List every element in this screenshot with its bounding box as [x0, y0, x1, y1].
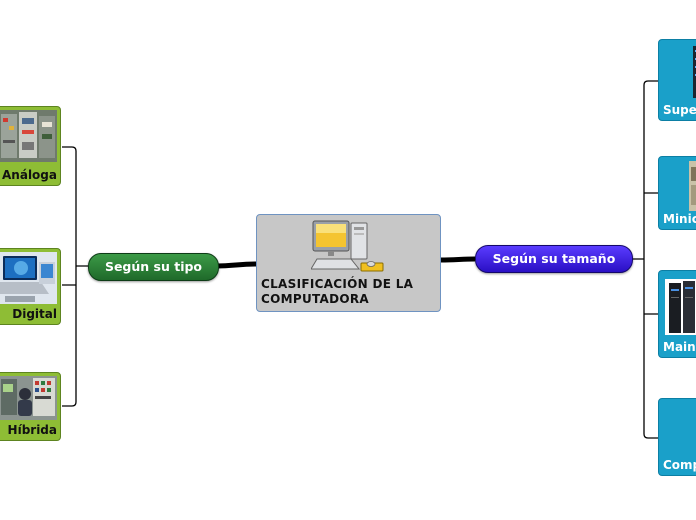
leaf-hibrida-label: Híbrida [0, 423, 57, 437]
leaf-hibrida[interactable]: Híbrida [0, 372, 61, 441]
leaf-supercomputadora-label: Supercomputadora [663, 103, 696, 117]
leaf-mainframe-label: Mainframe [663, 340, 696, 354]
analog-computer-image [0, 110, 57, 162]
connector-central-right [441, 259, 475, 260]
branch-segun-su-tipo[interactable]: Según su tipo [88, 253, 219, 281]
digital-computer-image [0, 252, 57, 304]
connector-left-bracket [62, 147, 88, 406]
connector-right-bracket [631, 81, 658, 438]
central-topic[interactable]: CLASIFICACIÓN DE LA COMPUTADORA [256, 214, 441, 312]
computer-icon [311, 219, 387, 277]
leaf-supercomputadora[interactable]: Supercomputadora [658, 39, 696, 121]
leaf-mainframe[interactable]: Mainframe [658, 270, 696, 358]
leaf-digital[interactable]: Digital [0, 248, 61, 325]
central-topic-label: CLASIFICACIÓN DE LA COMPUTADORA [261, 277, 436, 307]
leaf-minicomputadora-label: Minicomputadora [663, 212, 696, 226]
leaf-analoga-label: Análoga [0, 168, 57, 182]
leaf-digital-label: Digital [0, 307, 57, 321]
minicomputer-image [665, 161, 696, 211]
leaf-computadora[interactable]: Computadora [658, 398, 696, 476]
mainframe-image [661, 275, 696, 335]
branch-segun-su-tamano[interactable]: Según su tamaño [475, 245, 633, 273]
hybrid-computer-image [0, 376, 57, 420]
leaf-analoga[interactable]: Análoga [0, 106, 61, 186]
leaf-minicomputadora[interactable]: Minicomputadora [658, 156, 696, 230]
leaf-computadora-label: Computadora [663, 458, 696, 472]
supercomputer-image [665, 44, 696, 100]
connector-central-left [217, 264, 256, 266]
